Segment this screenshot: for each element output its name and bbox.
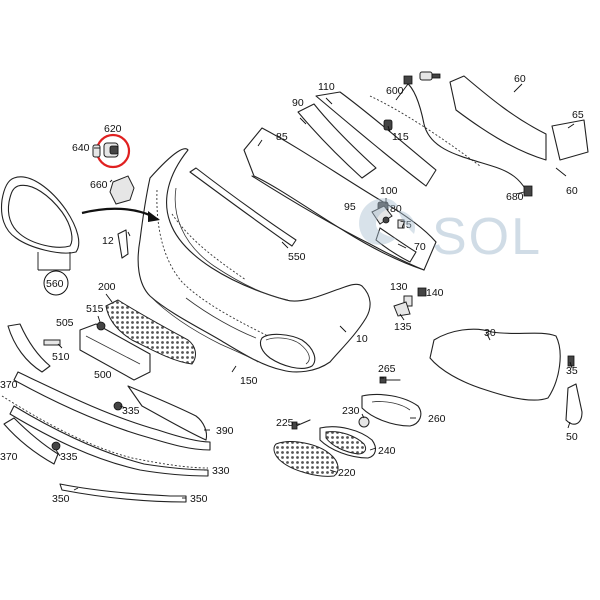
callout-label-100: 100	[380, 185, 398, 197]
bottom-strip-350-part	[59, 483, 187, 503]
callout-label-240: 240	[378, 445, 396, 457]
bumper-end-bracket-part	[551, 119, 589, 161]
callout-label-640: 640	[72, 142, 90, 154]
fog-bezel-240-part	[319, 426, 377, 459]
lower-grille-part	[105, 299, 196, 365]
callout-label-200: 200	[98, 281, 116, 293]
callout-label-90: 90	[292, 97, 304, 109]
callout-label-150: 150	[240, 375, 258, 387]
callout-label-130: 130	[390, 281, 408, 293]
clip-parts	[371, 119, 417, 263]
callout-label-50: 50	[566, 431, 578, 443]
carrier-part-90	[297, 103, 377, 179]
callout-label-370b: 370	[0, 451, 18, 463]
callout-label-110: 110	[318, 81, 335, 93]
top-clip-part	[419, 71, 441, 81]
callout-label-95: 95	[344, 201, 356, 213]
callout-label-135: 135	[394, 321, 412, 333]
callout-label-140: 140	[426, 287, 444, 299]
callout-label-510: 510	[52, 351, 70, 363]
callout-label-550: 550	[288, 251, 306, 263]
callout-label-330: 330	[212, 465, 230, 477]
callout-label-265: 265	[378, 363, 396, 375]
callout-labels: 620 640 660 560 12 85 90 110 600 60 65 60 115 100 95 80…	[0, 73, 584, 505]
clip-parts-335	[51, 401, 123, 451]
callout-label-680: 680	[506, 191, 524, 203]
callout-label-350a: 350	[52, 493, 70, 505]
callout-label-335a: 335	[122, 405, 140, 417]
watermark-text: SOL	[432, 208, 542, 266]
callout-label-75: 75	[400, 219, 412, 231]
callout-label-370a: 370	[0, 379, 18, 391]
callout-label-515: 515	[86, 303, 104, 315]
callout-label-600: 600	[386, 85, 404, 97]
lower-trim-left-part	[7, 323, 51, 373]
license-plate-bracket-part	[79, 323, 151, 381]
parking-sensor-part	[92, 133, 131, 169]
callout-label-85: 85	[276, 131, 288, 143]
callout-label-60a: 60	[514, 73, 526, 85]
chrome-trim-390-part	[127, 385, 208, 441]
mount-clip-parts	[393, 287, 427, 317]
carrier-part-110	[315, 91, 437, 187]
callout-label-225: 225	[276, 417, 294, 429]
side-bracket-part	[429, 328, 583, 425]
callout-label-65: 65	[572, 109, 584, 121]
lower-trim-370b-part	[3, 417, 59, 465]
callout-label-230: 230	[342, 405, 360, 417]
grille-frame-part	[0, 176, 80, 296]
callout-label-60b: 60	[566, 185, 578, 197]
sensor-holder-part	[109, 175, 135, 205]
callout-label-390: 390	[216, 425, 234, 437]
callout-label-35: 35	[566, 365, 578, 377]
callout-label-660: 660	[90, 179, 108, 191]
callout-label-220: 220	[338, 467, 356, 479]
callout-label-560: 560	[46, 278, 64, 290]
callout-label-70: 70	[414, 241, 426, 253]
fog-grille-220-part	[273, 441, 339, 477]
callout-label-505: 505	[56, 317, 74, 329]
callout-label-620: 620	[104, 123, 122, 135]
callout-label-350b: 350	[190, 493, 208, 505]
wiring-harness-part	[403, 75, 533, 197]
bumper-beam-part	[449, 75, 547, 161]
fastener-parts-505-510	[43, 321, 106, 346]
upper-trim-strip-part	[189, 167, 297, 247]
impact-absorber-part	[243, 127, 437, 271]
lower-spoiler-370-part	[13, 371, 211, 451]
spoiler-strip-330-part	[1, 395, 209, 477]
small-bracket-part	[117, 229, 131, 259]
callout-label-80: 80	[390, 203, 402, 215]
callout-label-115: 115	[392, 131, 409, 143]
callout-label-500: 500	[94, 369, 112, 381]
watermark-logo	[359, 198, 416, 245]
callout-label-260: 260	[428, 413, 446, 425]
callout-label-10: 10	[356, 333, 368, 345]
callout-leaders	[55, 83, 575, 499]
callout-label-30: 30	[484, 327, 496, 339]
fog-frame-260-part	[361, 393, 422, 427]
callout-label-335b: 335	[60, 451, 78, 463]
callout-label-12: 12	[102, 235, 114, 247]
